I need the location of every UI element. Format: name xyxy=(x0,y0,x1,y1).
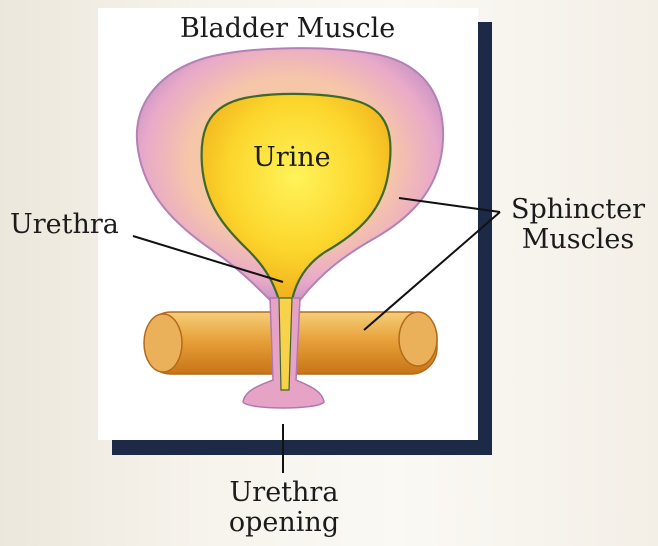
label-opening-line1: Urethra xyxy=(214,478,354,508)
label-sphincter-line1: Sphincter xyxy=(503,195,653,225)
label-urethra: Urethra xyxy=(10,210,119,240)
label-bladder-muscle: Bladder Muscle xyxy=(180,14,395,44)
sphincter-end-right xyxy=(399,312,437,366)
frame-shadow-right xyxy=(478,22,492,455)
label-opening-line2: opening xyxy=(214,508,354,538)
frame-shadow-bottom xyxy=(112,440,492,455)
label-sphincter-muscles: Sphincter Muscles xyxy=(503,195,653,255)
label-urethra-opening: Urethra opening xyxy=(214,478,354,538)
label-urine: Urine xyxy=(253,143,331,173)
urethra-channel xyxy=(279,298,292,390)
label-sphincter-line2: Muscles xyxy=(503,225,653,255)
sphincter-end-left xyxy=(144,314,182,372)
